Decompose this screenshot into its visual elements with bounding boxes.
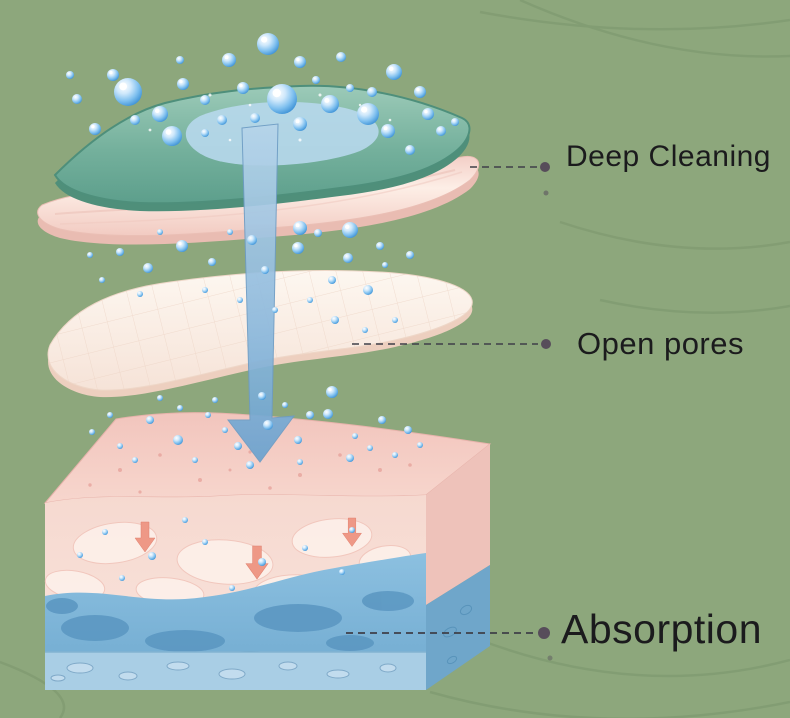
skin-block	[43, 412, 492, 690]
sparkles	[148, 93, 392, 142]
leader-absorption	[346, 627, 553, 661]
bubbles-layer	[66, 33, 459, 591]
leader-deep-cleaning	[470, 162, 550, 196]
leader-open-pores	[352, 339, 551, 349]
leader-dot-open-pores	[541, 339, 551, 349]
absorption-water-layer	[45, 553, 426, 690]
skin-side-face	[426, 444, 490, 690]
leader-dot-deep-cleaning	[540, 162, 550, 172]
label-open-pores: Open pores	[577, 326, 744, 361]
penetration-arrow	[226, 123, 296, 463]
water-surface	[185, 101, 379, 166]
label-deep-cleaning: Deep Cleaning	[566, 140, 771, 173]
label-absorption: Absorption	[561, 606, 763, 652]
leader-dot-absorption	[538, 627, 550, 639]
top-surface-speckles	[88, 450, 412, 494]
